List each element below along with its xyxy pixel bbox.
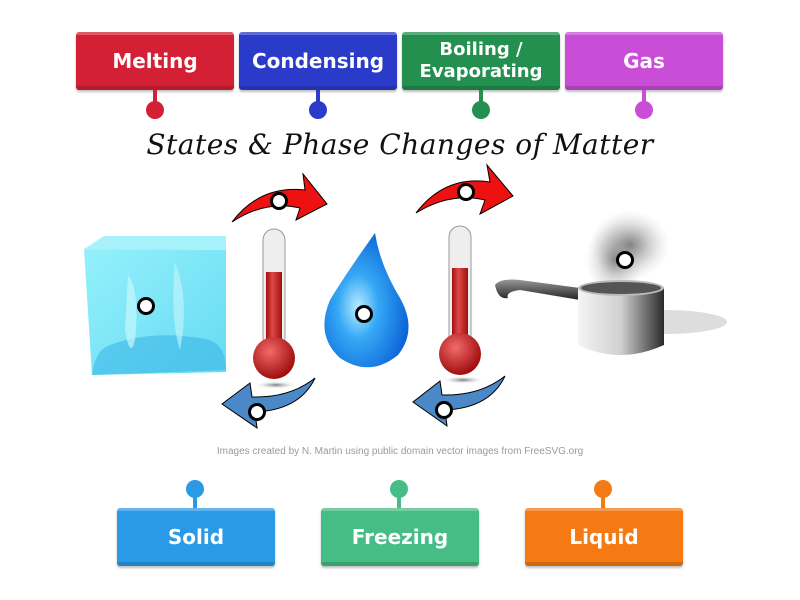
label-liquid-text: Liquid	[569, 524, 639, 549]
pin-gas[interactable]	[635, 101, 653, 119]
hotspot-boiling-arrow[interactable]	[457, 183, 475, 201]
pin-condensing[interactable]	[309, 101, 327, 119]
diagram-title: States & Phase Changes of Matter	[146, 128, 654, 161]
hotspot-steam[interactable]	[616, 251, 634, 269]
label-condensing[interactable]: Condensing	[239, 32, 397, 90]
label-freezing-text: Freezing	[351, 524, 449, 549]
label-melting-text: Melting	[112, 48, 198, 73]
pin-stem-melting	[153, 90, 157, 102]
hotspot-condensing-arrow[interactable]	[435, 401, 453, 419]
label-solid[interactable]: Solid	[117, 508, 275, 566]
label-boiling-line1: Boiling /	[439, 38, 523, 60]
ice-cube-image	[84, 236, 226, 375]
label-liquid[interactable]: Liquid	[525, 508, 683, 566]
hotspot-melting-arrow[interactable]	[270, 192, 288, 210]
label-boiling-line2: Evaporating	[419, 60, 543, 82]
pin-liquid[interactable]	[594, 480, 612, 498]
image-credit: Images created by N. Martin using public…	[216, 446, 584, 457]
label-solid-text: Solid	[167, 524, 225, 549]
label-gas-text: Gas	[623, 48, 665, 73]
hotspot-water-drop[interactable]	[355, 305, 373, 323]
pin-stem-solid	[193, 496, 197, 508]
label-freezing[interactable]: Freezing	[321, 508, 479, 566]
pin-melting[interactable]	[146, 101, 164, 119]
pin-boiling[interactable]	[472, 101, 490, 119]
label-melting[interactable]: Melting	[76, 32, 234, 90]
thermometer-image-2	[439, 225, 485, 384]
pin-freezing[interactable]	[390, 480, 408, 498]
pin-stem-freezing	[397, 496, 401, 508]
label-gas[interactable]: Gas	[565, 32, 723, 90]
hotspot-ice-cube[interactable]	[137, 297, 155, 315]
pin-stem-gas	[642, 90, 646, 102]
thermometer-image	[253, 228, 298, 389]
pin-stem-liquid	[601, 496, 605, 508]
pin-stem-boiling	[479, 90, 483, 102]
label-boiling-evaporating[interactable]: Boiling / Evaporating	[402, 32, 560, 90]
label-condensing-text: Condensing	[251, 48, 385, 73]
blue-arrow-freezing	[221, 377, 316, 430]
hotspot-freezing-arrow[interactable]	[248, 403, 266, 421]
pin-solid[interactable]	[186, 480, 204, 498]
pin-stem-condensing	[316, 90, 320, 102]
water-drop-image	[324, 233, 409, 368]
steaming-pot-image	[495, 210, 727, 355]
